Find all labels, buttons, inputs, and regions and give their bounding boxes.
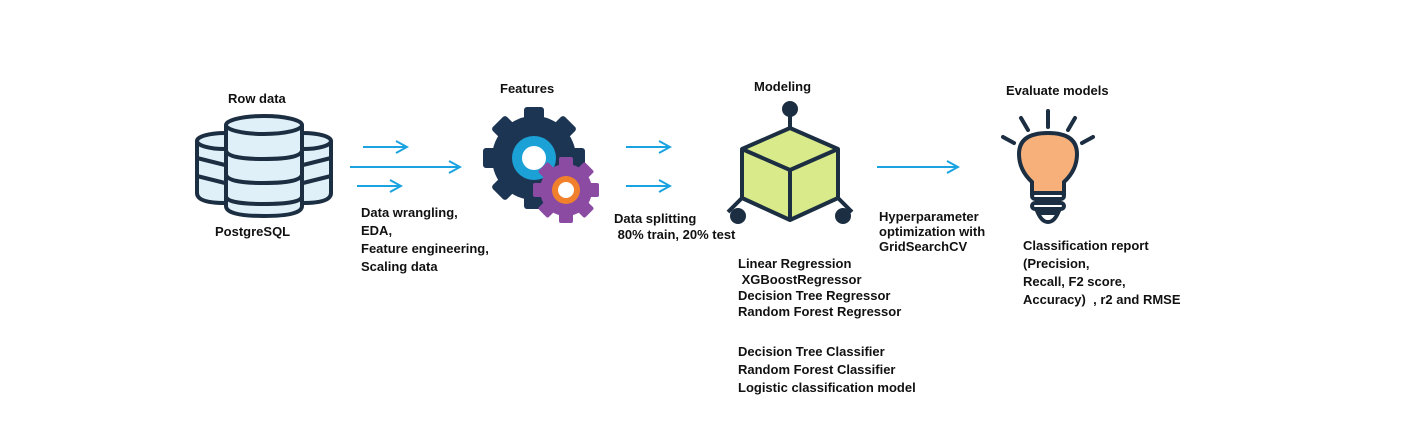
tuning-line: optimization with	[879, 224, 986, 239]
model-item: Random Forest Regressor	[738, 304, 902, 319]
database-caption: PostgreSQL	[215, 224, 291, 239]
metrics-line: Classification report	[1023, 238, 1149, 253]
preprocess-line: Data wrangling,	[361, 205, 458, 220]
classifier-list: Decision Tree Classifier Random Forest C…	[738, 343, 916, 397]
model-item: XGBoostRegressor	[738, 272, 862, 287]
arrows	[350, 147, 958, 186]
lightbulb-icon	[1001, 109, 1095, 225]
metrics-line: Recall, F2 score,	[1023, 274, 1126, 289]
model-item: Decision Tree Classifier	[738, 344, 885, 359]
metrics-line: Accuracy) , r2 and RMSE	[1023, 292, 1181, 307]
split-steps: Data splitting 80% train, 20% test	[614, 211, 735, 243]
database-icon	[195, 114, 333, 219]
stage-label-row-data: Row data	[228, 91, 286, 106]
gears-icon	[483, 107, 599, 223]
split-line: 80% train, 20% test	[614, 227, 736, 242]
model-item: Random Forest Classifier	[738, 362, 896, 377]
cube-network-icon	[726, 101, 854, 224]
tuning-steps: Hyperparameter optimization with GridSea…	[879, 209, 985, 254]
stage-label-modeling: Modeling	[754, 79, 812, 94]
metrics-line: (Precision,	[1023, 256, 1090, 271]
split-line: Data splitting	[614, 211, 697, 226]
model-item: Logistic classification model	[738, 380, 916, 395]
preprocess-steps: Data wrangling, EDA, Feature engineering…	[361, 204, 489, 276]
metrics-text: Classification report (Precision, Recall…	[1023, 237, 1181, 309]
preprocess-line: EDA,	[361, 223, 393, 238]
tuning-line: Hyperparameter	[879, 209, 979, 224]
model-item: Decision Tree Regressor	[738, 288, 891, 303]
tuning-line: GridSearchCV	[879, 239, 968, 254]
regressor-list: Linear Regression XGBoostRegressor Decis…	[738, 256, 901, 320]
model-item: Linear Regression	[738, 256, 852, 271]
preprocess-line: Scaling data	[361, 259, 438, 274]
preprocess-line: Feature engineering,	[361, 241, 489, 256]
stage-label-features: Features	[500, 81, 555, 96]
stage-label-evaluate: Evaluate models	[1006, 83, 1109, 98]
